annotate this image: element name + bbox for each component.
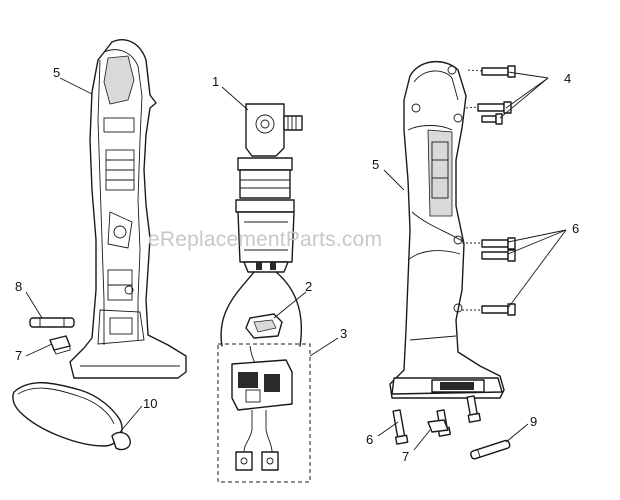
switch-module-box	[217, 343, 311, 483]
right-assembled-housing	[389, 61, 505, 399]
extension-part-8	[29, 317, 75, 328]
callout-2: 2	[305, 279, 312, 294]
nut-part-7-left	[49, 335, 71, 355]
bit-part-9	[470, 439, 511, 460]
callout-4: 4	[564, 71, 571, 86]
lanyard-part-10	[12, 382, 131, 451]
callout-5-left: 5	[53, 65, 60, 80]
callout-9: 9	[530, 414, 537, 429]
callout-6-upper: 6	[572, 221, 579, 236]
watermark: eReplacementParts.com	[148, 228, 382, 251]
nut-part-7-bottom	[427, 419, 449, 433]
callout-5-right: 5	[372, 157, 379, 172]
callout-6-lower: 6	[366, 432, 373, 447]
callout-7-left: 7	[15, 348, 22, 363]
switch-part-2	[245, 313, 283, 339]
callout-10: 10	[143, 396, 157, 411]
callout-1: 1	[212, 74, 219, 89]
left-housing-half	[69, 39, 187, 379]
screws-part-4	[465, 65, 516, 125]
motor-assembly	[235, 103, 303, 273]
callout-7-bottom: 7	[402, 449, 409, 464]
leader-lines	[25, 71, 567, 451]
callout-8: 8	[15, 279, 22, 294]
screws-part-6	[462, 237, 516, 316]
bottom-screws	[392, 395, 482, 445]
callout-3: 3	[340, 326, 347, 341]
